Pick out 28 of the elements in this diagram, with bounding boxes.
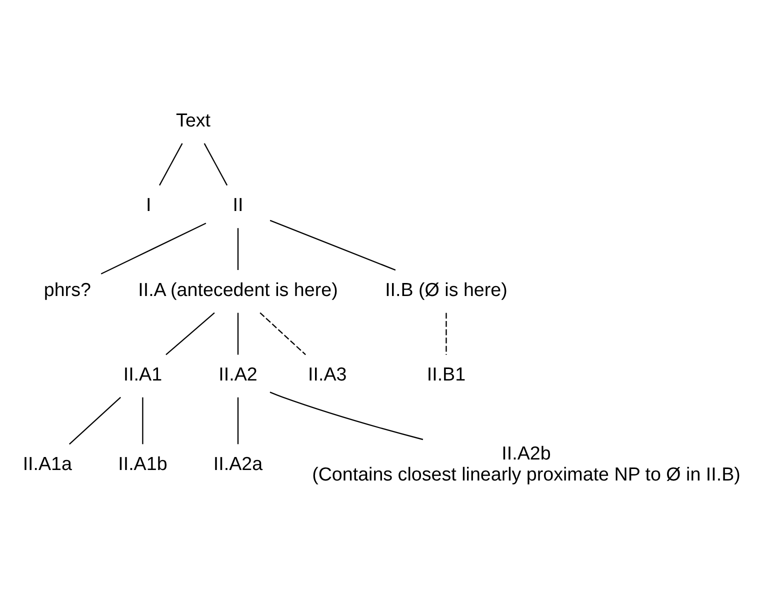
- connector: [166, 312, 215, 356]
- node-text: phrs?: [44, 278, 91, 300]
- connector: [204, 143, 228, 186]
- node-text: II.B (Ø is here): [385, 278, 508, 300]
- connector: [270, 392, 424, 440]
- node-text: Text: [176, 109, 211, 130]
- node-text: II.A2: [218, 363, 258, 384]
- connector: [446, 312, 447, 355]
- node-text: I: [146, 194, 152, 216]
- node-text: II.A1a: [22, 452, 72, 474]
- connector: [142, 397, 144, 444]
- connector: [237, 228, 239, 270]
- connector: [159, 143, 183, 186]
- connector: [260, 312, 306, 356]
- node-text: II.A2b: [502, 442, 551, 464]
- node-text: II.B1: [426, 363, 466, 384]
- node-text: II.A3: [308, 363, 347, 384]
- node-label: (Contains closest linearly proximate NP to Ø in II.B): [312, 463, 740, 484]
- node-text: II.A1b: [118, 452, 168, 474]
- connector: [69, 396, 121, 445]
- node-text: II.A1: [123, 363, 162, 384]
- node-text: II: [232, 194, 244, 216]
- connector: [100, 222, 206, 274]
- connector: [237, 312, 239, 355]
- connector: [237, 397, 239, 444]
- connector: [270, 220, 396, 271]
- node-text: II.A (antecedent is here): [138, 278, 338, 300]
- node-text: II.A2a: [213, 452, 263, 474]
